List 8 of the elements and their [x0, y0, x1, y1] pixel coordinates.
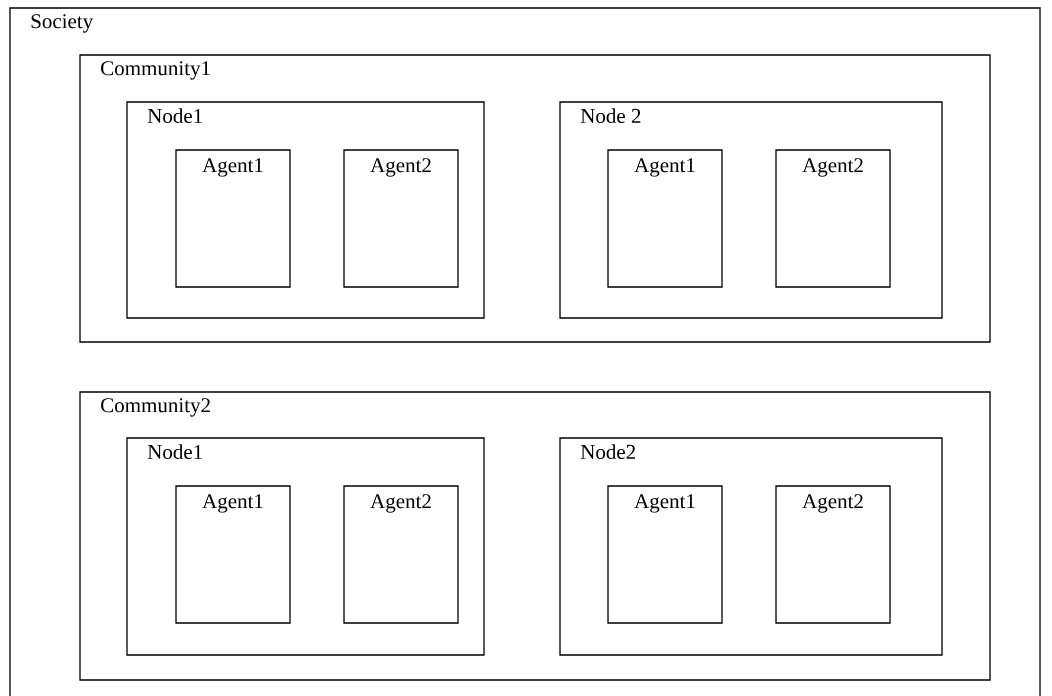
agent-box: Agent2	[775, 149, 891, 288]
agent-box: Agent1	[607, 149, 723, 288]
agent-box: Agent2	[343, 149, 459, 288]
agent-box: Agent2	[775, 485, 891, 624]
agent-box: Agent2	[343, 485, 459, 624]
agent-box: Agent1	[175, 149, 291, 288]
agent-box: Agent1	[175, 485, 291, 624]
agent-box: Agent1	[607, 485, 723, 624]
